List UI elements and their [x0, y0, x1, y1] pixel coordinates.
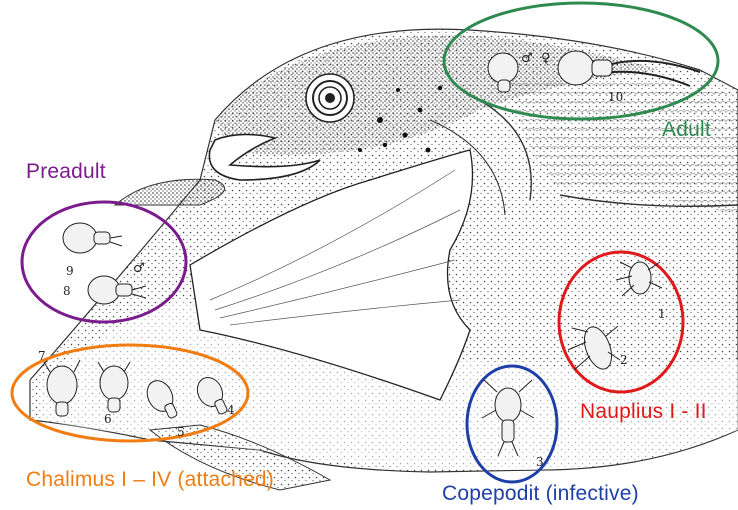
male-symbol-adult: ♂ — [521, 51, 533, 66]
number-3: 3 — [536, 455, 544, 469]
label-nauplius: Nauplius I - II — [580, 400, 707, 424]
label-adult: Adult — [662, 118, 711, 142]
number-5: 5 — [177, 425, 185, 439]
number-8: 8 — [63, 284, 71, 298]
number-2: 2 — [620, 353, 628, 367]
number-1: 1 — [658, 307, 666, 321]
male-symbol-preadult: ♂ — [133, 261, 145, 276]
label-chalimus: Chalimus I – IV (attached) — [26, 468, 274, 492]
female-symbol-adult: ♀ — [541, 51, 551, 66]
number-4: 4 — [227, 403, 235, 417]
label-copepodit: Copepodit (infective) — [442, 482, 639, 506]
fish-eye — [306, 74, 354, 122]
fish-dorsal-fin — [115, 179, 225, 205]
label-preadult: Preadult — [26, 160, 106, 184]
number-10: 10 — [608, 90, 623, 104]
number-6: 6 — [104, 412, 112, 426]
number-7: 7 — [38, 349, 46, 363]
number-9: 9 — [66, 264, 74, 278]
